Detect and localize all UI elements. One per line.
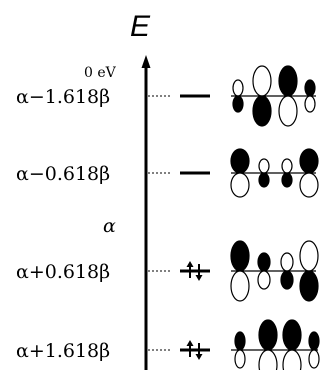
p-lobe-top (308, 331, 320, 351)
p-lobe-top (232, 79, 244, 97)
orbital-lobes (230, 148, 319, 198)
p-lobe-top (257, 252, 271, 272)
p-lobe-bottom (299, 172, 319, 198)
p-lobe-bottom (258, 349, 278, 370)
p-lobe-bottom (252, 95, 272, 127)
p-lobe-bottom (278, 95, 298, 127)
mo-level-3: α+0.618β (16, 240, 319, 302)
mo-level-1: α−1.618β (16, 65, 316, 127)
energy-label: α−0.618β (16, 163, 110, 185)
p-lobe-bottom (280, 270, 294, 290)
axis-title: E (130, 10, 151, 43)
p-lobe-top (282, 319, 302, 351)
p-lobe-top (299, 240, 319, 272)
spin-up-electron-icon (186, 261, 194, 278)
p-lobe-top (280, 252, 294, 272)
electron-pair (186, 261, 203, 281)
mo-level-2: α−0.618β (16, 148, 319, 198)
orbital-lobes (230, 240, 319, 302)
p-lobe-bottom (257, 270, 271, 290)
spin-up-electron-icon (186, 340, 194, 357)
spin-down-electron-icon (195, 343, 203, 360)
electron-pair (186, 340, 203, 360)
mo-level-4: α+1.618β (16, 319, 320, 370)
p-lobe-top (230, 148, 250, 174)
p-lobe-top (304, 79, 316, 97)
p-lobe-bottom (234, 349, 246, 369)
energy-label: α+1.618β (16, 340, 110, 362)
energy-label: α−1.618β (16, 86, 110, 108)
orbital-lobes (231, 65, 316, 127)
p-lobe-bottom (230, 270, 250, 302)
p-lobe-bottom (308, 349, 320, 369)
spin-down-electron-icon (195, 264, 203, 281)
p-lobe-bottom (230, 172, 250, 198)
p-lobe-bottom (299, 270, 319, 302)
p-lobe-top (258, 319, 278, 351)
p-lobe-top (278, 65, 298, 97)
p-lobe-top (234, 331, 246, 351)
energy-label: α+0.618β (16, 261, 110, 283)
p-lobe-bottom (258, 172, 270, 188)
p-lobe-bottom (232, 95, 244, 113)
axis-arrowhead (141, 55, 151, 68)
alpha-reference-label: α (103, 215, 116, 237)
p-lobe-bottom (281, 172, 293, 188)
p-lobe-top (281, 158, 293, 174)
p-lobe-bottom (282, 349, 302, 370)
orbital-lobes (231, 319, 320, 370)
p-lobe-top (230, 240, 250, 272)
p-lobe-top (299, 148, 319, 174)
p-lobe-bottom (304, 95, 316, 113)
zero-ev-label: 0 eV (84, 65, 117, 81)
p-lobe-top (252, 65, 272, 97)
p-lobe-top (258, 158, 270, 174)
